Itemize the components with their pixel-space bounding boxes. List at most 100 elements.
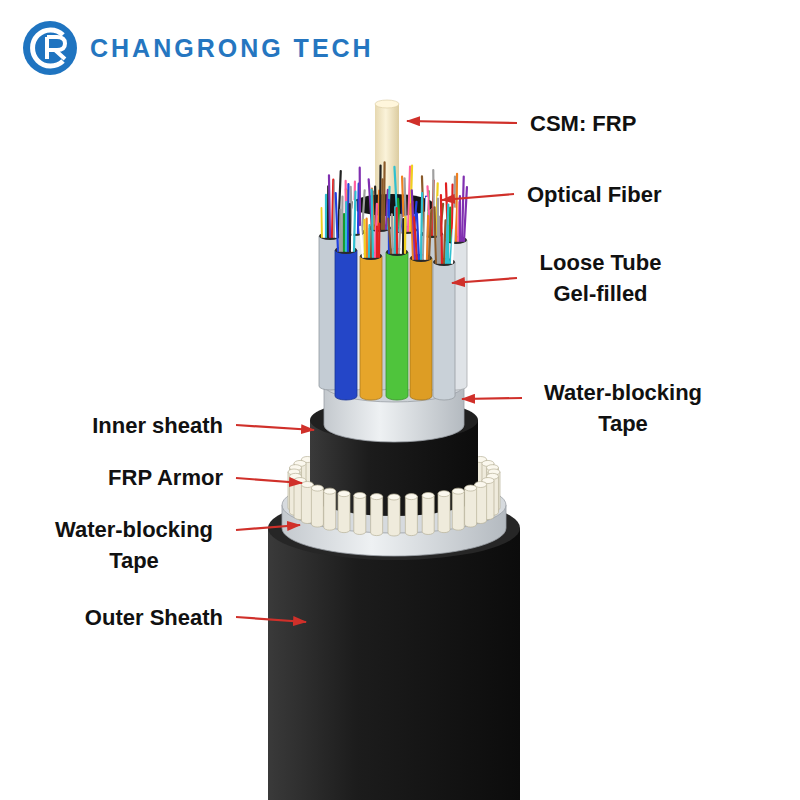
optical-fiber [421, 193, 422, 259]
loose-tube-body [335, 250, 357, 400]
optical-fiber [401, 218, 404, 253]
part-label: CSM: FRP [530, 108, 636, 139]
armor-rod [465, 485, 477, 527]
optical-fiber [459, 196, 461, 241]
optical-fiber [375, 204, 377, 257]
armor-rod-body [438, 494, 450, 533]
armor-rod-body [465, 488, 477, 527]
armor-rod-top [324, 488, 336, 494]
armor-rod [311, 485, 323, 527]
optical-fiber [394, 207, 396, 253]
part-label: Loose Tube Gel-filled [528, 247, 673, 309]
armor-rods-front [290, 473, 499, 536]
armor-rod [405, 494, 417, 536]
central-strength-member-top [375, 100, 399, 108]
optical-fiber [379, 165, 382, 229]
optical-fiber [449, 208, 451, 241]
optical-fiber [349, 204, 352, 251]
armor-rod [324, 488, 336, 530]
optical-fiber [429, 210, 431, 259]
part-label: FRP Armor [108, 462, 223, 493]
armor-rod-body [311, 488, 323, 527]
armor-rod [371, 494, 383, 536]
armor-rod-body [354, 495, 366, 534]
armor-rod-top [452, 488, 464, 494]
armor-rod-body [324, 491, 336, 530]
loose-tube-body [360, 256, 382, 400]
leader-line [462, 398, 522, 399]
optical-fiber [322, 200, 325, 237]
loose-tube [360, 190, 382, 400]
logo-circle [23, 21, 77, 75]
armor-rod-top [338, 491, 350, 497]
loose-tube-body [410, 258, 432, 400]
armor-rod [422, 492, 434, 534]
optical-fiber [341, 197, 344, 251]
loose-tube [410, 190, 432, 400]
armor-rod-body [452, 491, 464, 530]
optical-fiber [376, 227, 378, 257]
optical-fiber [336, 193, 338, 251]
optical-fiber [427, 216, 428, 259]
optical-fiber [447, 226, 449, 263]
optical-fiber [366, 219, 369, 257]
part-label: Outer Sheath [85, 602, 223, 633]
armor-rod-body [338, 494, 350, 533]
armor-rod-top [405, 494, 417, 500]
leader-line [407, 121, 517, 123]
armor-rod-top [388, 494, 400, 500]
leader-line [236, 617, 306, 622]
optical-fiber [396, 208, 399, 253]
armor-rod-top [354, 492, 366, 498]
optical-fiber [437, 199, 439, 263]
optical-fiber [452, 209, 455, 263]
loose-tube [433, 195, 455, 400]
optical-fiber [388, 219, 391, 253]
loose-tube-body [386, 252, 408, 400]
armor-rod [388, 494, 400, 536]
armor-rod-body [405, 497, 417, 536]
armor-rod-top [371, 494, 383, 500]
armor-rod-top [465, 485, 477, 491]
armor-rod [354, 492, 366, 534]
optical-fiber [435, 207, 436, 263]
logo-mark [23, 21, 77, 75]
leader-line [236, 478, 302, 483]
optical-fiber [378, 224, 381, 257]
part-label: Optical Fiber [527, 179, 661, 210]
armor-rod [452, 488, 464, 530]
optical-fiber [388, 200, 390, 253]
logo-r [47, 37, 65, 59]
armor-rod-top [438, 491, 450, 497]
optical-fiber [383, 162, 386, 229]
optical-fiber [464, 187, 467, 241]
loose-tube-body [433, 262, 455, 400]
armor-rod-body [371, 497, 383, 536]
optical-fiber [441, 195, 442, 263]
leader-line [236, 425, 314, 430]
armor-rod-body [422, 495, 434, 534]
optical-fiber [456, 174, 457, 241]
optical-fiber [325, 195, 327, 237]
armor-rod [438, 491, 450, 533]
part-label: Water-blocking Tape [533, 377, 713, 439]
optical-fiber [343, 214, 345, 251]
optical-fiber [446, 204, 448, 263]
optical-fiber [347, 184, 350, 251]
leader-line [442, 194, 514, 200]
optical-fiber [417, 213, 419, 259]
leader-line [236, 525, 300, 530]
armor-rod [338, 491, 350, 533]
logo-text: CHANGRONG TECH [90, 33, 374, 63]
loose-tubes [319, 162, 467, 400]
optical-fiber [372, 190, 373, 257]
optical-fiber [392, 214, 393, 253]
optical-fiber [359, 168, 361, 233]
armor-rod-body [388, 497, 400, 536]
loose-tube [335, 184, 357, 400]
optical-fiber [404, 217, 407, 253]
optical-fiber [354, 192, 355, 251]
leader-line [452, 278, 517, 283]
